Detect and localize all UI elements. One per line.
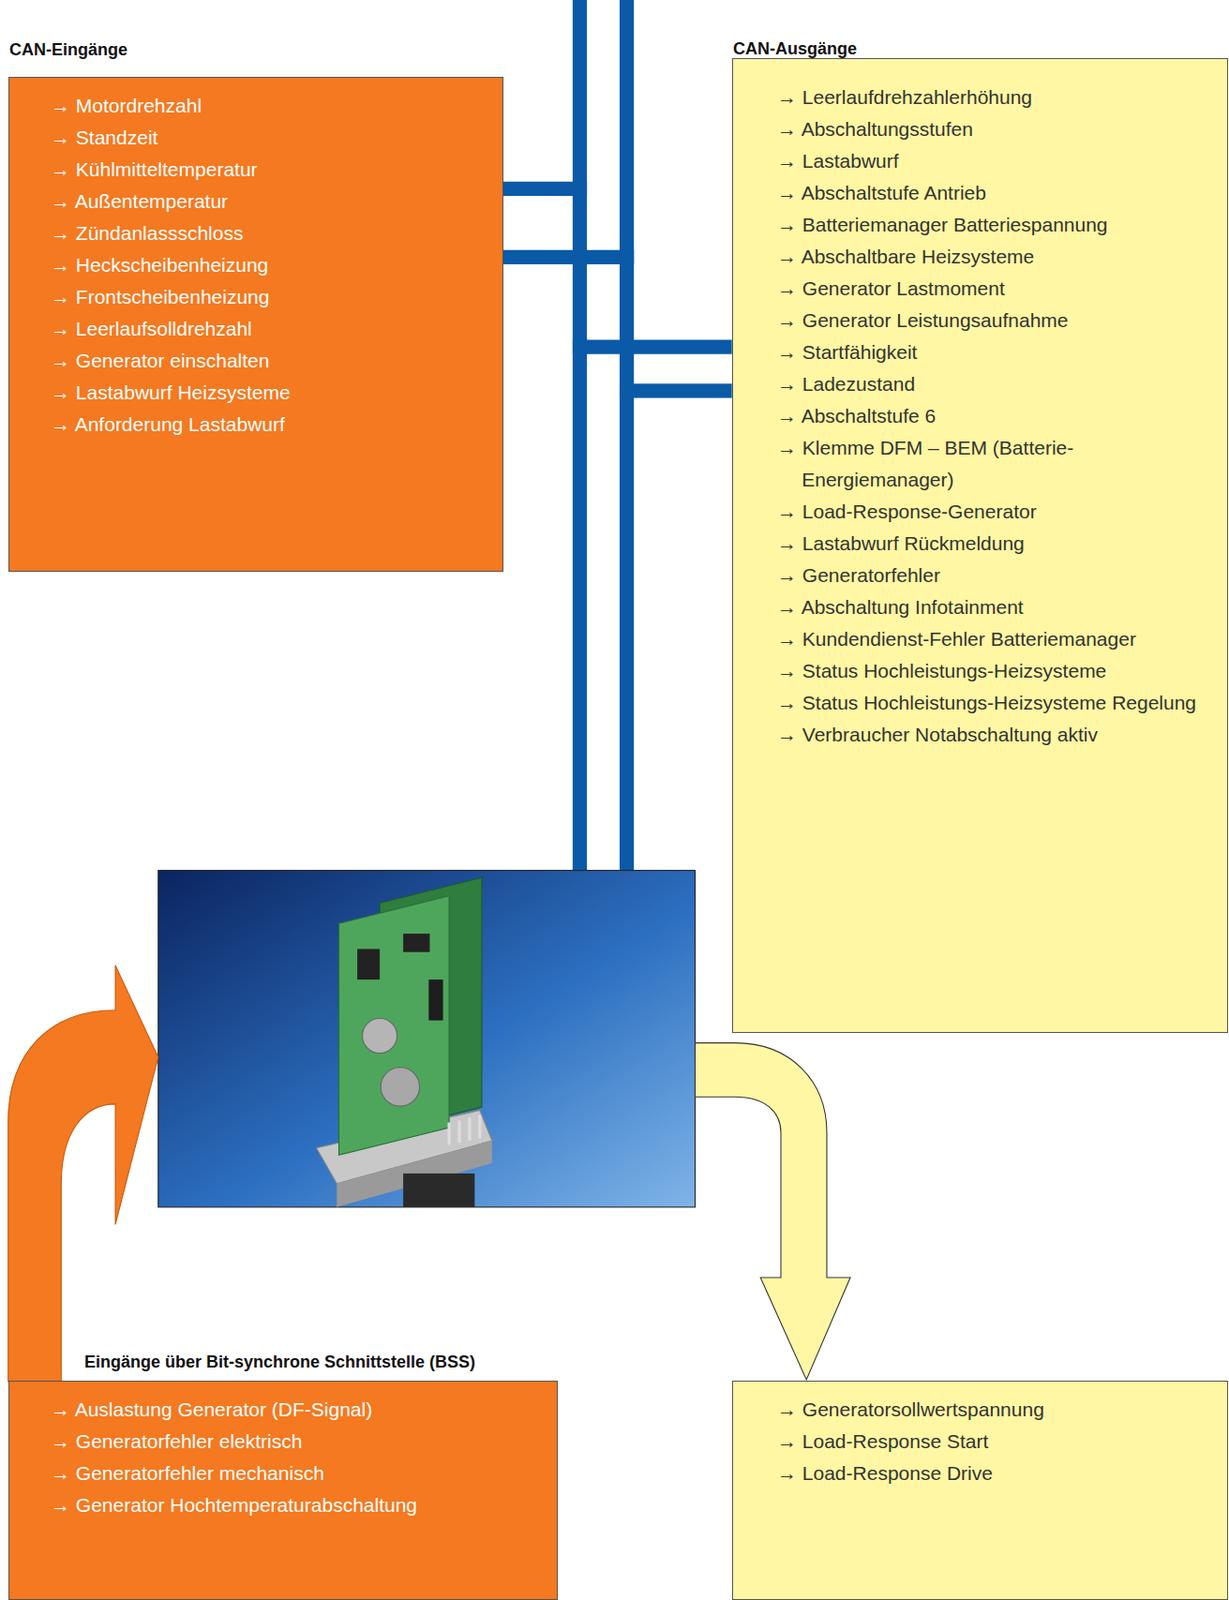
signal-item: → Lastabwurf Rückmeldung: [777, 527, 1228, 560]
signal-item: → Generatorfehler: [777, 559, 1228, 592]
signal-item: → Generator Hochtemperaturabschaltung: [50, 1489, 557, 1522]
bus-stub: [503, 181, 587, 196]
signal-item: → Frontscheibenheizung: [50, 281, 503, 314]
box-heading: CAN-Eingänge: [9, 39, 128, 60]
signal-item: → Generator einschalten: [50, 344, 503, 377]
heat-sink-fins: [449, 1115, 480, 1146]
signal-list: → Leerlaufdrehzahlerhöhung→ Abschaltungs…: [733, 59, 1228, 761]
signal-item: → Zündanlassschloss: [50, 217, 503, 250]
signal-box: CAN-Ausgänge→ Leerlaufdrehzahlerhöhung→ …: [732, 58, 1229, 1034]
bus-stub: [503, 250, 634, 265]
signal-box: → Generatorsollwertspannung→ Load-Respon…: [732, 1380, 1229, 1600]
signal-list: → Generatorsollwertspannung→ Load-Respon…: [733, 1381, 1228, 1499]
housing-base: [336, 1140, 493, 1208]
signal-item: → Anforderung Lastabwurf: [50, 408, 503, 441]
signal-item: → Status Hochleistungs-Heizsysteme: [777, 655, 1228, 688]
capacitor: [362, 1018, 398, 1053]
connector: [403, 1173, 475, 1208]
signal-item: → Startfähigkeit: [777, 336, 1228, 369]
signal-item: → Generatorsollwertspannung: [777, 1393, 1228, 1426]
signal-item: → Load-Response-Generator: [777, 495, 1228, 528]
signal-item: → Load-Response Drive: [777, 1457, 1228, 1490]
signal-item: → Verbraucher Notabschaltung aktiv: [777, 719, 1228, 751]
signal-item: → Auslastung Generator (DF-Signal): [50, 1393, 557, 1426]
box-heading: Eingänge über Bit-synchrone Schnittstell…: [84, 1351, 476, 1373]
chip: [357, 948, 380, 980]
input-arrow: [8, 965, 159, 1382]
signal-item: → Kundendienst-Fehler Batteriemanager: [777, 623, 1228, 656]
box-heading: CAN-Ausgänge: [733, 38, 857, 60]
signal-list: → Motordrehzahl→ Standzeit→ Kühlmittelte…: [9, 77, 503, 450]
signal-item: → Leerlaufdrehzahlerhöhung: [777, 81, 1228, 114]
chip: [403, 933, 430, 953]
signal-box: Eingänge über Bit-synchrone Schnittstell…: [8, 1380, 558, 1600]
signal-item: → Batteriemanager Batteriespannung: [777, 209, 1228, 241]
signal-item: → Motordrehzahl: [50, 89, 503, 122]
photo-frame: [158, 870, 696, 1208]
signal-item: → Generatorfehler elektrisch: [50, 1425, 557, 1458]
bus-line: [572, 0, 587, 871]
circuit-board: [339, 896, 450, 1156]
signal-item: → Ladezustand: [777, 368, 1228, 401]
signal-item: → Load-Response Start: [777, 1425, 1228, 1458]
capacitor: [380, 1067, 420, 1107]
signal-item: → Standzeit: [50, 121, 503, 154]
can-bus: [503, 0, 733, 871]
signal-box: CAN-Eingänge→ Motordrehzahl→ Standzeit→ …: [8, 76, 504, 572]
signal-list: → Auslastung Generator (DF-Signal)→ Gene…: [9, 1381, 557, 1531]
signal-item: → Lastabwurf Heizsysteme: [50, 376, 503, 409]
signal-item: → Leerlaufsolldrehzahl: [50, 313, 503, 345]
signal-item: → Generator Leistungsaufnahme: [777, 304, 1228, 337]
signal-item: → Generator Lastmoment: [777, 272, 1228, 305]
signal-item: → Abschaltungsstufen: [777, 113, 1228, 146]
signal-item: → Lastabwurf: [777, 145, 1228, 178]
signal-item: → Abschaltbare Heizsysteme: [777, 240, 1228, 273]
signal-item: → Status Hochleistungs-Heizsysteme Regel…: [777, 687, 1228, 720]
chip: [428, 979, 443, 1021]
signal-item: → Generatorfehler mechanisch: [50, 1457, 557, 1490]
signal-item: → Kühlmitteltemperatur: [50, 153, 503, 186]
bus-stub: [572, 340, 733, 355]
bus-stub: [619, 383, 733, 398]
signal-item: → Abschaltstufe 6: [777, 400, 1228, 433]
output-arrow: [695, 1043, 852, 1380]
signal-item: → Außentemperatur: [50, 185, 503, 218]
signal-item: → Klemme DFM – BEM (Batterie-Energiemana…: [777, 432, 1228, 496]
bus-line: [619, 0, 634, 871]
signal-item: → Heckscheibenheizung: [50, 249, 503, 282]
control-unit-photo: [158, 870, 696, 1208]
signal-item: → Abschaltung Infotainment: [777, 591, 1228, 624]
signal-item: → Abschaltstufe Antrieb: [777, 177, 1228, 210]
